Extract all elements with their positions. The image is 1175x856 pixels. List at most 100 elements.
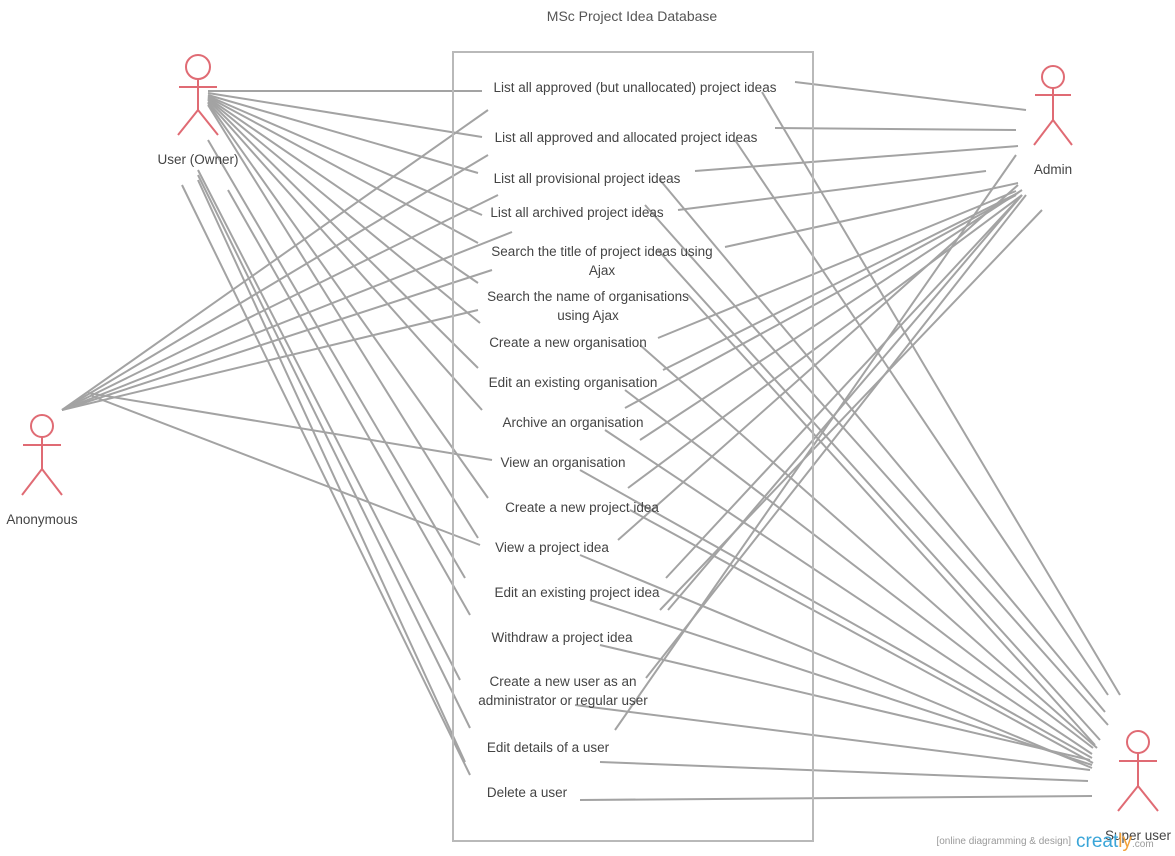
association-line xyxy=(687,294,1096,746)
use-case-label-line: View a project idea xyxy=(495,540,609,555)
watermark-brand-c: .com xyxy=(1132,839,1154,850)
association-line xyxy=(629,509,1094,764)
watermark-brand: creatly.com xyxy=(1076,831,1154,852)
association-line xyxy=(574,704,1091,771)
use-case-12[interactable]: View a project idea xyxy=(495,540,609,555)
actor-label: User (Owner) xyxy=(157,152,238,167)
association-line xyxy=(639,344,1098,749)
association-line xyxy=(604,429,1093,755)
association-line xyxy=(181,184,471,776)
association-line xyxy=(91,395,481,546)
use-case-11[interactable]: Create a new project idea xyxy=(505,500,659,515)
actor-figure-icon xyxy=(21,414,63,496)
actor-admin[interactable]: Admin xyxy=(1033,65,1073,177)
use-case-label-line: Ajax xyxy=(589,263,616,278)
association-line xyxy=(659,209,1043,611)
association-line xyxy=(761,91,1121,696)
association-line xyxy=(61,154,489,411)
association-line xyxy=(61,109,489,411)
actor-anonymous[interactable]: Anonymous xyxy=(6,414,78,527)
use-case-4[interactable]: List all archived project ideas xyxy=(490,205,664,220)
use-case-label-line: List all approved and allocated project … xyxy=(495,130,758,145)
association-line xyxy=(659,179,1106,713)
actor-user-owner[interactable]: User (Owner) xyxy=(157,54,239,167)
use-case-3[interactable]: List all provisional project ideas xyxy=(494,171,681,186)
use-case-label-line: Withdraw a project idea xyxy=(491,630,633,645)
actor-super-user[interactable]: Super user xyxy=(1105,730,1172,843)
watermark-brand-a: creat xyxy=(1076,831,1119,852)
use-case-13[interactable]: Edit an existing project idea xyxy=(494,585,660,600)
use-case-label-line: Archive an organisation xyxy=(502,415,643,430)
actor-label: Super user xyxy=(1105,828,1172,843)
watermark-brand-b: ly xyxy=(1118,831,1132,852)
use-case-list: List all approved (but unallocated) proj… xyxy=(478,80,776,800)
association-line xyxy=(644,204,1109,726)
use-case-9[interactable]: Archive an organisation xyxy=(502,415,643,430)
use-case-label-line: Create a new organisation xyxy=(489,335,647,350)
use-case-label-line: Edit details of a user xyxy=(487,740,610,755)
use-case-17[interactable]: Delete a user xyxy=(487,785,568,800)
actor-label: Anonymous xyxy=(6,512,78,527)
use-case-7[interactable]: Create a new organisation xyxy=(489,335,647,350)
association-line xyxy=(61,194,499,411)
association-line xyxy=(207,92,483,138)
actor-figure-icon xyxy=(177,54,219,136)
association-line xyxy=(579,795,1093,801)
association-line xyxy=(207,139,466,579)
association-line xyxy=(207,97,479,284)
association-line xyxy=(197,169,461,681)
association-line xyxy=(645,194,1027,679)
watermark: [online diagramming & design] creatly.co… xyxy=(936,831,1153,852)
use-case-6[interactable]: Search the name of organisations using Aj… xyxy=(487,289,689,323)
association-line xyxy=(694,145,1019,172)
association-line xyxy=(207,96,479,244)
association-line xyxy=(774,127,1017,131)
association-line xyxy=(61,269,493,411)
use-case-label-line: List all provisional project ideas xyxy=(494,171,681,186)
system-boundary xyxy=(452,51,814,842)
association-line xyxy=(639,189,1023,441)
association-line xyxy=(207,104,479,539)
association-line xyxy=(61,309,479,411)
association-line xyxy=(614,154,1017,731)
association-line xyxy=(734,139,1109,696)
association-line xyxy=(617,184,1019,541)
association-line xyxy=(579,554,1093,769)
use-case-15[interactable]: Create a new user as an administrator or … xyxy=(478,674,648,708)
use-case-10[interactable]: View an organisation xyxy=(500,455,625,470)
use-case-label-line: Create a new user as an xyxy=(489,674,636,689)
association-line xyxy=(665,194,1023,579)
actor-label: Admin xyxy=(1034,162,1072,177)
use-case-label-line: administrator or regular user xyxy=(478,693,648,708)
use-case-16[interactable]: Edit details of a user xyxy=(487,740,610,755)
association-line xyxy=(657,249,1101,741)
association-line xyxy=(227,189,471,616)
use-case-14[interactable]: Withdraw a project idea xyxy=(491,630,633,645)
association-lines xyxy=(61,81,1121,801)
use-case-label-line: List all approved (but unallocated) proj… xyxy=(494,80,777,95)
use-case-1[interactable]: List all approved (but unallocated) proj… xyxy=(494,80,777,95)
use-case-label-line: Delete a user xyxy=(487,785,568,800)
association-line xyxy=(61,231,513,411)
use-case-label-line: Search the name of organisations xyxy=(487,289,689,304)
association-line xyxy=(207,102,489,499)
association-line xyxy=(197,179,466,763)
use-case-label-line: List all archived project ideas xyxy=(490,205,664,220)
association-line xyxy=(627,194,1023,489)
association-line xyxy=(657,190,1017,339)
use-case-label-line: Edit an existing organisation xyxy=(489,375,658,390)
use-case-label-line: using Ajax xyxy=(557,308,619,323)
diagram-title: MSc Project Idea Database xyxy=(547,8,718,24)
association-line xyxy=(662,192,1019,371)
association-line xyxy=(197,174,471,729)
use-case-label-line: View an organisation xyxy=(500,455,625,470)
association-line xyxy=(579,469,1093,759)
association-line xyxy=(589,599,1093,766)
use-case-label-line: Edit an existing project idea xyxy=(494,585,660,600)
use-case-2[interactable]: List all approved and allocated project … xyxy=(495,130,758,145)
association-line xyxy=(794,81,1027,111)
association-line xyxy=(677,170,987,211)
use-case-8[interactable]: Edit an existing organisation xyxy=(489,375,658,390)
